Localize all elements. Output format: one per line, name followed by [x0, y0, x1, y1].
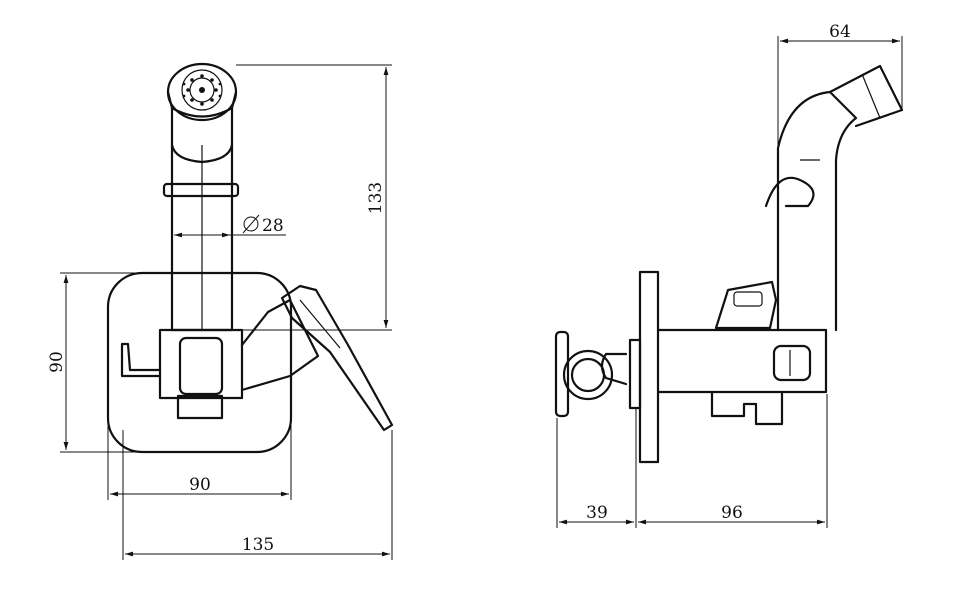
outlet-nipple [176, 394, 224, 420]
side-main-body [656, 328, 828, 394]
valve-cap [178, 336, 224, 396]
head-neck [170, 143, 234, 164]
wall-connector-plate [554, 330, 570, 418]
dim-label-head-width: 64 [829, 22, 851, 42]
dim-head-width-64: 64 [777, 22, 903, 150]
dim-wall-depth-39: 39 [556, 408, 637, 528]
dim-plate-height-90: 90 [47, 272, 142, 453]
dim-label-body-depth: 96 [721, 503, 743, 523]
spray-nozzles [181, 69, 223, 111]
dim-diameter-28: 28 [174, 214, 286, 238]
spray-head-ring [861, 73, 881, 119]
swivel-inner [570, 357, 606, 393]
dim-label-plate-height: 90 [47, 351, 67, 373]
side-bottom-nipple [710, 390, 784, 426]
dim-body-depth-96: 96 [638, 394, 828, 528]
side-lever-slot [733, 291, 763, 307]
flange-step [628, 338, 642, 410]
valve-body [158, 328, 244, 400]
spray-head-collar [166, 90, 238, 118]
dim-label-28: 28 [262, 216, 284, 236]
dim-height-133: 133 [232, 64, 392, 331]
side-handheld-body [776, 90, 858, 332]
dim-label-overall-width: 135 [242, 535, 274, 555]
hook-bracket [120, 342, 162, 378]
front-view: 133 28 90 90 [47, 62, 394, 560]
grip-ring [162, 182, 240, 198]
wall-plate [106, 271, 293, 454]
swivel-ring [562, 349, 614, 401]
holder-clip [764, 176, 815, 208]
diameter-symbol-icon [242, 214, 260, 234]
side-spray-head [828, 64, 904, 128]
lever-edge [299, 299, 341, 349]
lever-connector [240, 298, 320, 392]
dim-plate-width-90: 90 [107, 420, 292, 500]
side-view: 64 39 96 [554, 22, 904, 528]
wall-flange [638, 270, 660, 464]
dim-label-133: 133 [366, 182, 386, 214]
lever-handle [280, 284, 394, 432]
dim-label-wall-depth: 39 [586, 503, 608, 523]
side-outlet-port [772, 344, 812, 382]
dim-overall-width-135: 135 [122, 430, 393, 560]
dim-label-plate-width: 90 [189, 475, 211, 495]
side-lever [714, 280, 778, 330]
